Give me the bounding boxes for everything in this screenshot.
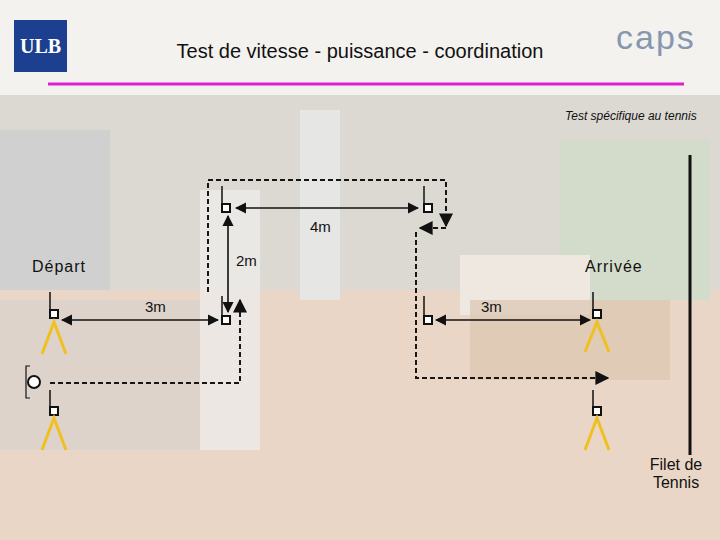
finish-label: Arrivée — [585, 258, 643, 276]
cabinet — [0, 130, 110, 290]
start-label: Départ — [32, 258, 86, 276]
dimension-label: 4m — [310, 218, 331, 235]
slide-title: Test de vitesse - puissance - coordinati… — [177, 40, 544, 63]
header-rule — [48, 83, 684, 86]
net-label: Filet de Tennis — [636, 456, 716, 493]
start-ball — [28, 376, 40, 388]
dimension-label: 3m — [481, 298, 502, 315]
dimension-label: 3m — [145, 298, 166, 315]
logo-box: ULB — [14, 20, 67, 72]
dimension-label: 2m — [236, 252, 257, 269]
rack — [300, 110, 340, 300]
press-machine — [0, 300, 200, 450]
logo-text: ULB — [20, 35, 61, 58]
tennis-net — [689, 155, 692, 455]
wall — [0, 95, 720, 305]
floor — [0, 290, 720, 540]
subtitle-note: Test spécifique au tennis — [565, 110, 697, 124]
cone-symbol — [42, 322, 609, 450]
marker-set — [26, 186, 609, 450]
bracket — [26, 366, 30, 398]
logo-wordmark: caps — [616, 18, 696, 57]
run-path — [50, 180, 608, 383]
dimension-arrow — [62, 208, 590, 320]
